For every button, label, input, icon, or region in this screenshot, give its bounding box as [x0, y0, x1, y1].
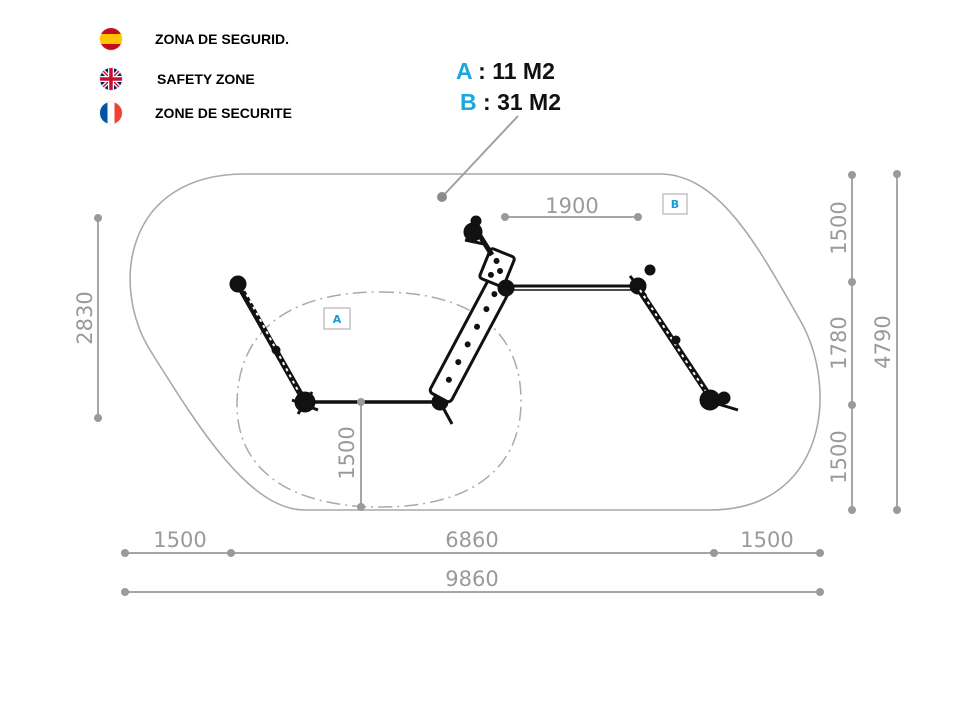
- dimension-label: 1500: [335, 426, 359, 479]
- area-b-letter: B: [460, 89, 477, 115]
- legend-item-french: ZONE DE SECURITE: [100, 102, 292, 124]
- legend-item-english: SAFETY ZONE: [100, 68, 255, 90]
- safety-zone-a-outline: [236, 291, 522, 508]
- legend-label: ZONE DE SECURITE: [155, 105, 292, 121]
- spain-flag-icon: [100, 28, 122, 50]
- area-a-letter: A: [456, 58, 472, 84]
- zone-b-tag: B: [671, 198, 679, 211]
- legend-label: SAFETY ZONE: [157, 71, 255, 87]
- area-a-summary: A : 11 M2: [456, 58, 555, 85]
- leader-line: [441, 115, 519, 198]
- dimension-label: 6860: [445, 528, 498, 552]
- uk-flag-icon: [100, 68, 122, 90]
- dimension-label: 2830: [73, 291, 97, 344]
- dimension-4790: 4790: [871, 170, 901, 514]
- dimension-2830: 2830: [73, 214, 102, 422]
- safety-zone-b-outline: [129, 173, 821, 511]
- dimension-right-stack: 1500 1780 1500: [827, 171, 856, 514]
- legend-item-spanish: ZONA DE SEGURID.: [100, 28, 289, 50]
- dimension-bottom-row: 1500 6860 1500: [121, 528, 824, 557]
- zone-a-tag-box: [323, 307, 351, 330]
- play-structure: [229, 215, 739, 425]
- dimension-inner-1500: 1500: [335, 398, 365, 511]
- france-flag-icon: [100, 102, 122, 124]
- dimension-label: 1500: [740, 528, 793, 552]
- dimension-label: 1500: [153, 528, 206, 552]
- dimension-label: 9860: [445, 567, 498, 591]
- dimension-label: 4790: [871, 315, 895, 368]
- dimension-label: 1500: [827, 430, 851, 483]
- dimension-label: 1500: [827, 201, 851, 254]
- zone-b-tag-box: [662, 193, 688, 215]
- dimension-label: 1900: [545, 194, 598, 218]
- dimension-label: 1780: [827, 316, 851, 369]
- leader-dot: [437, 192, 447, 202]
- legend-label: ZONA DE SEGURID.: [155, 31, 290, 47]
- area-b-summary: B : 31 M2: [460, 89, 561, 116]
- area-a-value: : 11 M2: [471, 58, 555, 84]
- dimension-1900: 1900: [501, 194, 642, 221]
- dimension-9860: 9860: [121, 567, 824, 596]
- zone-a-tag: A: [333, 313, 342, 326]
- area-b-value: : 31 M2: [476, 89, 561, 115]
